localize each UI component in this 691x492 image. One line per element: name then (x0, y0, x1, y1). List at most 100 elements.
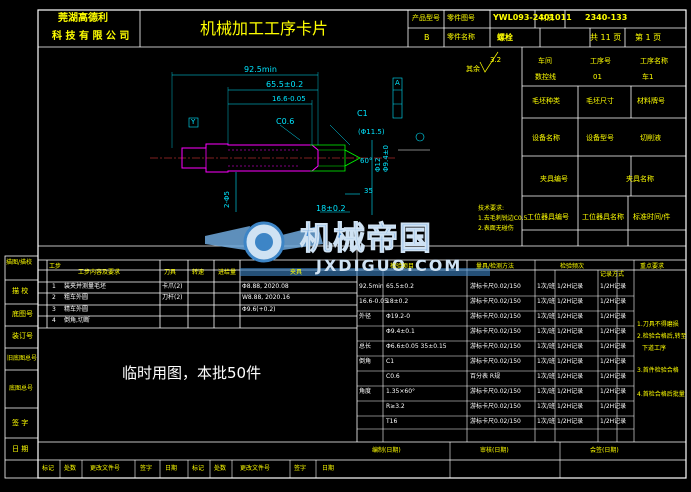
part-name-label: 零件名称 (447, 33, 475, 41)
step-content: 精车外圆 (64, 306, 89, 313)
revision-value: B (424, 33, 430, 42)
sheet-count: 共 11 页 (590, 33, 622, 42)
inspect-header-note: 记录方式 (600, 271, 625, 278)
inspect-freq: 1次/班 (537, 373, 555, 380)
step-tool: 卡爪(2) (162, 283, 183, 290)
approval-label: 审核(日期) (480, 447, 509, 454)
inspect-tool: 游标卡尺0.02/150 (470, 343, 521, 350)
watermark-brand: 机械帝国 (299, 219, 433, 257)
part-name-value: 螺栓 (497, 33, 513, 42)
inspect-item: 倒角 (359, 358, 372, 365)
temp-note: 临时用图，本批50件 (122, 364, 262, 382)
dim-short: 16.6-0.05 (272, 95, 306, 103)
inspect-freq: 1次/班 (537, 388, 555, 395)
inspect-item: 16.6-0.05 (359, 298, 388, 305)
step-no: 4 (52, 317, 56, 324)
company-name: 莞湖高德利 (58, 13, 108, 24)
dim-mid: 65.5±0.2 (266, 80, 304, 89)
coolant-label: 切削液 (640, 134, 661, 142)
material-value: 2340-133 (585, 13, 628, 22)
fixture-name-label: 夹具名称 (626, 175, 654, 183)
finish-rest-label: 其余 (466, 65, 480, 73)
step-table-grid (38, 245, 686, 461)
inspect-freq: 1次/班 (537, 358, 555, 365)
inspect-record-2: 1/2H记录 (600, 403, 627, 410)
op-no-value: 01 (593, 73, 602, 81)
inspect-freq: 1次/班 (537, 283, 555, 290)
inspect-record: 1/2H记录 (557, 283, 584, 290)
remark-line: 2.检验合格后,转至 (637, 333, 687, 340)
inspect-freq: 1次/班 (537, 343, 555, 350)
step-header: 刀具 (164, 269, 177, 276)
inspect-record-2: 1/2H记录 (600, 418, 627, 425)
step-no: 1 (52, 283, 56, 290)
inspect-spec: C0.6 (386, 373, 400, 380)
inspect-spec: Φ9.4±0.1 (386, 328, 415, 335)
watermark-site: JXDIGUO.COM (316, 256, 463, 275)
header-grid (38, 10, 686, 48)
inspect-record: 1/2H记录 (557, 403, 584, 410)
inspect-freq: 1次/班 (537, 328, 555, 335)
remark-line: 1.刀具不得磨损 (637, 321, 679, 328)
footer-sign-label: 处数 (64, 465, 77, 472)
inspect-item: 外径 (359, 313, 372, 320)
footer-sign-label: 日期 (165, 465, 178, 472)
inspect-freq: 1次/班 (537, 298, 555, 305)
inspect-record: 1/2H记录 (557, 328, 584, 335)
footer-sign-label: 标记 (192, 465, 205, 472)
op-no-label: 工序号 (590, 57, 611, 65)
watermark-logo (205, 221, 490, 276)
inspect-tool: 游标卡尺0.02/150 (470, 418, 521, 425)
footer-sign-label: 更改文件号 (240, 465, 271, 472)
approval-label: 编制(日期) (372, 447, 401, 454)
dim-35: 35 (364, 187, 373, 195)
step-no: 3 (52, 306, 56, 313)
footer-sign-label: 签字 (140, 465, 153, 472)
inspect-table-grid (357, 260, 635, 442)
step-no: 2 (52, 294, 56, 301)
footer-sign-label: 处数 (214, 465, 227, 472)
remark-line: 下道工序 (642, 345, 667, 352)
step-header: 工步内容及要求 (78, 269, 121, 276)
step-tool: 刀杆(2) (162, 294, 183, 301)
step-header: 转速 (192, 269, 205, 276)
inspect-header-remark: 重点要求 (640, 263, 665, 270)
station-tool-name-label: 工位器具名称 (582, 213, 624, 221)
part-no-value: YWL093-2401011 (493, 13, 572, 22)
company-name-line2: 科 技 有 限 公 司 (52, 31, 130, 42)
inspect-spec: 18±0.2 (386, 298, 409, 305)
station-tool-no-label: 工位器具编号 (527, 213, 569, 221)
tech-note-title: 技术要求: (478, 205, 505, 212)
inspect-spec: Φ6.6±0.05 35±0.15 (386, 343, 447, 350)
chamfer-c1: C1 (357, 109, 368, 118)
inspect-header-tool: 量具/检测方法 (476, 263, 515, 270)
fixture-no-label: 夹具编号 (540, 175, 568, 183)
inspect-tool: 游标卡尺0.02/150 (470, 358, 521, 365)
inspect-item: 总长 (359, 343, 372, 350)
product-no-label: 产品型号 (412, 14, 440, 22)
left-strip-label: 日 期 (12, 445, 29, 453)
left-strip-label: 描 校 (12, 287, 29, 295)
inspect-record-2: 1/2H记录 (600, 328, 627, 335)
dia-vertical-2: Φ12 (374, 157, 382, 172)
workshop-label: 车间 (538, 57, 552, 65)
footer-sign-label: 更改文件号 (90, 465, 121, 472)
inspect-header-items: 检验项目 (390, 263, 415, 270)
sheet-index: 第 1 页 (635, 33, 662, 42)
inspect-freq: 1次/班 (537, 418, 555, 425)
step-header: 夹具 (290, 269, 303, 276)
inspect-spec: R≥3.2 (386, 403, 405, 410)
card-title: 机械加工工序卡片 (200, 19, 329, 38)
inspect-record: 1/2H记录 (557, 418, 584, 425)
thread-dia: (Φ11.5) (358, 128, 385, 136)
footer-grid (59, 442, 561, 478)
inspect-spec: T16 (386, 418, 398, 425)
workshop-value: 数控线 (535, 73, 556, 81)
equip-model-label: 设备型号 (586, 134, 614, 142)
inspect-spec: 65.5±0.2 (386, 283, 414, 290)
inspect-record: 1/2H记录 (557, 298, 584, 305)
dim-18: 18±0.2 (316, 204, 346, 213)
chamfer-c06: C0.6 (276, 117, 295, 126)
inspect-record-2: 1/2H记录 (600, 298, 627, 305)
